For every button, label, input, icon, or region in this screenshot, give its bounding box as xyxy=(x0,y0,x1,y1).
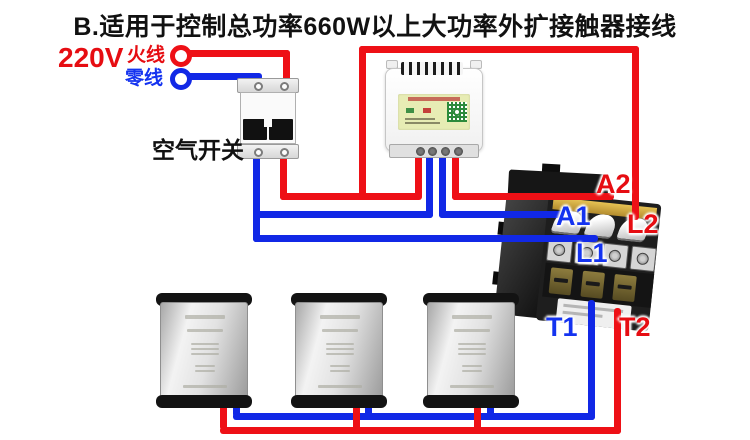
wire-neutral-to-controller xyxy=(253,211,433,218)
wire-controller-terminal4-drop xyxy=(452,150,459,200)
neutral-wire-label: 零线 xyxy=(125,68,164,89)
controller-label xyxy=(398,94,470,130)
wire-live-branch-up xyxy=(359,46,366,200)
controller-module xyxy=(384,60,484,160)
controller-label-text-line xyxy=(405,118,435,120)
controller-terminal-screw xyxy=(441,147,450,156)
load-box-1 xyxy=(156,293,252,408)
page-title: B.适用于控制总功率660W以上大功率外扩接触器接线 xyxy=(73,13,677,41)
air-switch xyxy=(237,78,299,160)
controller-terminal-screw xyxy=(428,147,437,156)
breaker-top-terminal-strip xyxy=(237,78,299,93)
wire-live-breaker-out xyxy=(280,152,287,200)
controller-terminal-screw xyxy=(416,147,425,156)
voltage-label: 220V xyxy=(58,42,124,73)
wire-controller-to-a1 xyxy=(439,211,571,218)
terminal-label-a2: A2 xyxy=(596,169,631,199)
wire-neutral-breaker-out xyxy=(253,152,260,242)
load-box-bottom-cap xyxy=(423,395,519,408)
wire-red-bus xyxy=(220,427,621,434)
wire-neutral-to-l1 xyxy=(253,235,598,242)
terminal-label-t1: T1 xyxy=(546,312,578,342)
terminal-label-l2: L2 xyxy=(627,209,659,239)
wire-live-to-controller xyxy=(280,193,422,200)
breaker-handle xyxy=(243,119,267,140)
wire-live-over-top xyxy=(359,46,639,53)
terminal-label-t2: T2 xyxy=(619,312,651,342)
qr-code-icon xyxy=(447,102,467,122)
wire-live-into-breaker xyxy=(283,50,290,82)
terminal-label-a1: A1 xyxy=(556,201,591,231)
wire-controller-to-a2 xyxy=(452,193,614,200)
wire-neutral-supply xyxy=(178,73,262,80)
contactor-brass-terminal xyxy=(580,270,606,299)
contactor-brass-terminal xyxy=(612,273,637,303)
controller-label-green-mark xyxy=(406,108,414,113)
wire-t1-down xyxy=(588,300,595,420)
wire-live-to-l2 xyxy=(632,46,639,220)
breaker-screw xyxy=(254,82,263,91)
wire-t2-down xyxy=(614,308,621,434)
breaker-handle-gap xyxy=(264,119,272,127)
controller-label-title-line xyxy=(408,97,460,101)
live-terminal-ring xyxy=(170,45,192,67)
controller-terminal-screw xyxy=(454,147,463,156)
controller-label-text-line xyxy=(405,122,440,124)
contactor-brass-terminal xyxy=(548,267,574,296)
wire-live-supply xyxy=(178,50,290,57)
load-box-body xyxy=(160,302,248,399)
wire-controller-terminal3-drop xyxy=(439,150,446,218)
wire-controller-terminal1-drop xyxy=(415,150,422,198)
breaker-handle xyxy=(269,119,293,140)
wire-load1-live-drop xyxy=(220,398,227,430)
load-box-bottom-cap xyxy=(156,395,252,408)
neutral-terminal-ring xyxy=(170,68,192,90)
wire-load3-live-drop xyxy=(474,398,481,430)
wire-controller-terminal2-drop xyxy=(426,150,433,218)
controller-label-red-mark xyxy=(423,108,431,113)
breaker-bottom-terminal-strip xyxy=(237,144,299,159)
controller-terminal-strip xyxy=(389,144,479,158)
breaker-screw xyxy=(280,82,289,91)
wire-load2-live-drop xyxy=(353,398,360,430)
wire-blue-bus xyxy=(233,413,595,420)
breaker-screw xyxy=(254,148,263,157)
load-box-bottom-cap xyxy=(291,395,387,408)
load-box-body xyxy=(295,302,383,399)
live-wire-label: 火线 xyxy=(127,45,166,66)
load-box-body xyxy=(427,302,515,399)
breaker-screw xyxy=(280,148,289,157)
load-box-3 xyxy=(423,293,519,408)
load-box-2 xyxy=(291,293,387,408)
terminal-label-l1: L1 xyxy=(576,238,608,268)
controller-vent-slots xyxy=(401,62,463,75)
breaker-body xyxy=(240,92,296,144)
air-switch-label: 空气开关 xyxy=(152,137,244,163)
